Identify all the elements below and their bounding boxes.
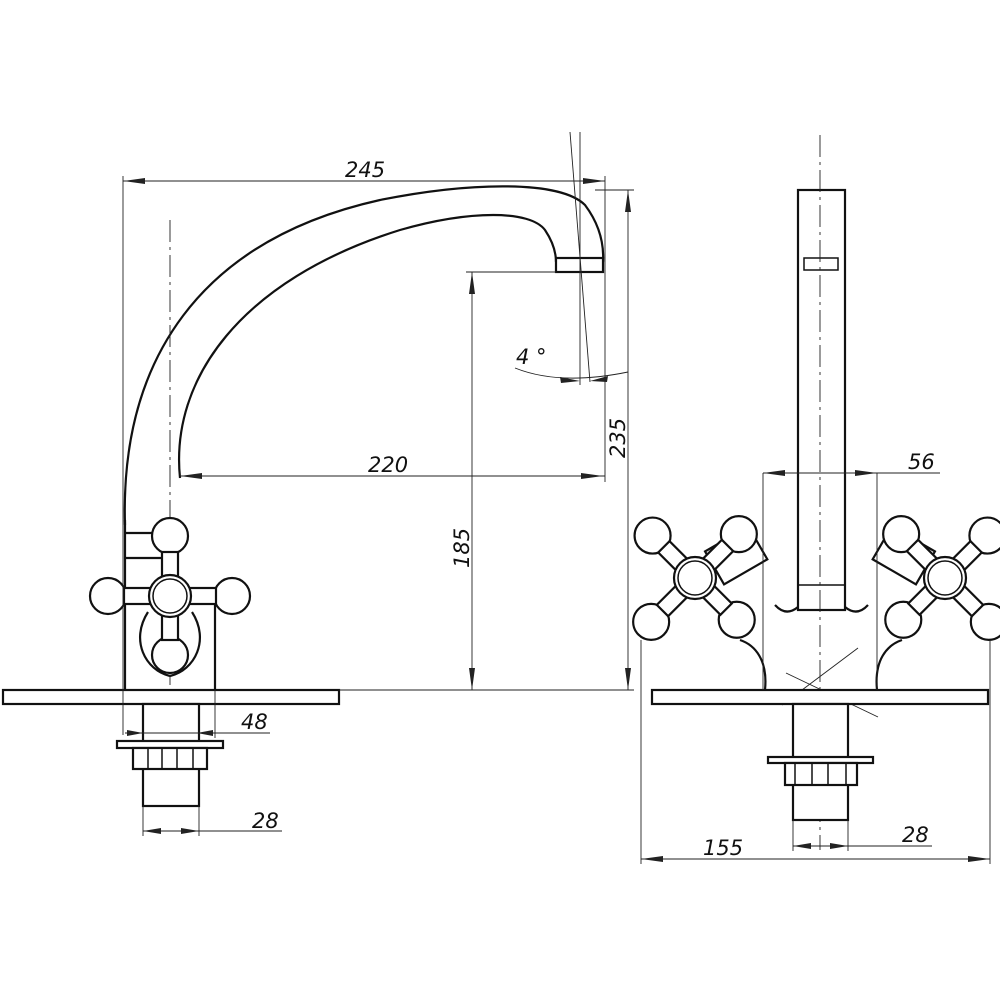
side-base-plate [650, 688, 990, 706]
base-plate [1, 688, 341, 706]
dim-28-side: 28 [902, 823, 929, 847]
dim-155: 155 [703, 836, 743, 860]
spout-column [796, 188, 847, 612]
right-handle [832, 465, 1000, 691]
spout [123, 185, 605, 526]
cross-handle [88, 516, 252, 675]
left-handle [582, 465, 808, 691]
dim-235: 235 [606, 418, 630, 458]
dim-220: 220 [368, 453, 408, 477]
side-nut [783, 761, 859, 787]
dim-48: 48 [241, 710, 268, 734]
dim-245: 245 [345, 158, 385, 182]
nut [131, 746, 209, 771]
dim-185: 185 [450, 528, 474, 568]
side-view: 56 28 155 [582, 135, 1000, 864]
dim-angle-4: 4 ° [516, 345, 547, 369]
dim-28-front: 28 [252, 809, 279, 833]
aerator [554, 256, 605, 274]
front-view: 245 220 235 185 4 ° 48 28 [1, 131, 634, 836]
dim-56: 56 [908, 450, 935, 474]
